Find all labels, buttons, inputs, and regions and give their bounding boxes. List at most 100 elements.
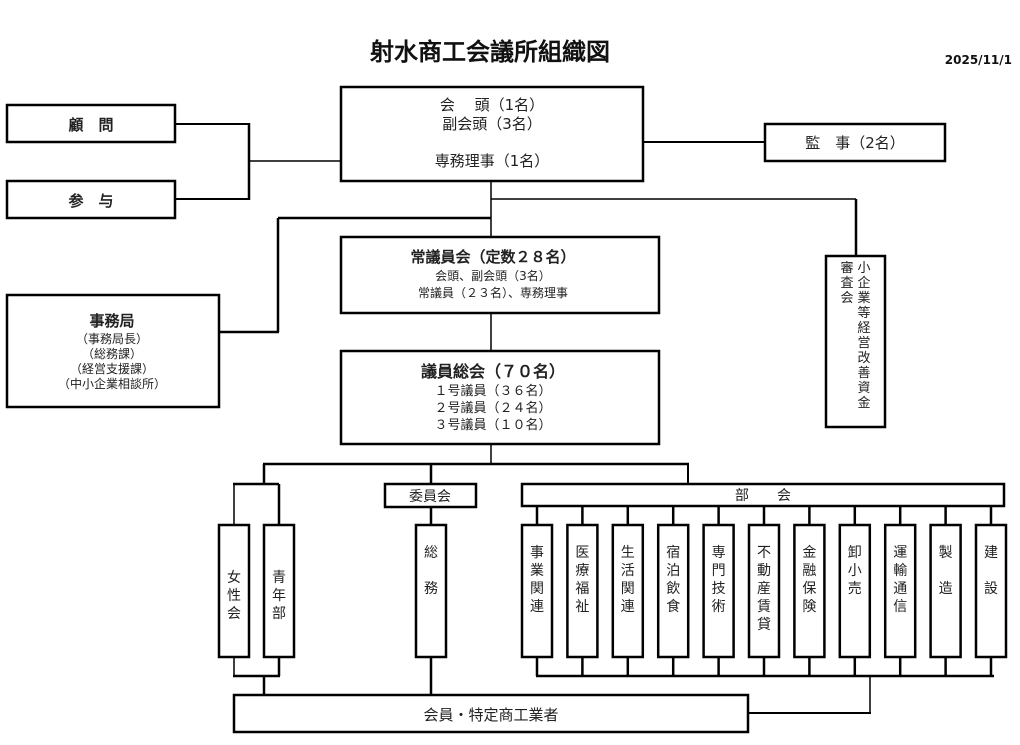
divisions-header-box: 部 会: [520, 482, 1006, 508]
division-label-char: 療: [575, 562, 589, 579]
general-affairs-box: 総務: [414, 523, 448, 659]
secretariat-title: 事務局: [89, 312, 134, 330]
division-connectors: [535, 506, 993, 676]
division-label-char: 小: [848, 563, 862, 579]
advisor-box: 顧 問: [5, 103, 177, 144]
vertical-char: 善: [857, 365, 870, 381]
vertical-char: 総: [424, 545, 438, 561]
general-assembly-title: 議員総会（７０名）: [421, 362, 565, 381]
division-label-char: 貸: [757, 617, 771, 633]
division-label-char: 設: [984, 581, 998, 597]
division-label-char: 建: [984, 545, 998, 561]
womens-group-label: 女性会: [227, 569, 241, 622]
division-label-char: 売: [848, 581, 862, 597]
vertical-char: 等: [857, 305, 870, 321]
division-label-char: 険: [802, 599, 816, 615]
loan-committee-suffix: 審査会: [840, 261, 853, 306]
standing-council-title: 常議員会（定数２８名）: [410, 248, 575, 266]
division-label-char: 術: [712, 599, 726, 615]
division-label-char: 活: [621, 563, 635, 579]
division-label-char: 関: [530, 581, 544, 597]
division-label-char: 連: [530, 599, 544, 615]
vertical-char: 女: [227, 569, 241, 586]
division-box: 製造: [929, 523, 962, 659]
division-label-char: 福: [575, 581, 589, 597]
vertical-char: 改: [857, 351, 870, 366]
members-label: 会員・特定商工業者: [423, 706, 558, 724]
executive-box: 会 頭（1名） 副会頭（3名） 専務理事（1名）: [339, 85, 645, 183]
division-label-char: 飲: [666, 581, 680, 597]
youth-group-label: 青年部: [272, 570, 286, 622]
general-assembly-line: １号議員（３６名）: [434, 383, 551, 399]
secretariat-line: （事務局長）: [76, 332, 148, 346]
vertical-char: 務: [424, 581, 438, 597]
division-label-char: 専: [712, 545, 726, 561]
auditor-label: 監 事（2名）: [805, 134, 905, 152]
division-label-char: 産: [757, 581, 771, 597]
division-label-char: 通: [893, 581, 907, 597]
divisions-label: 部 会: [735, 488, 791, 504]
secretariat-line: （総務課）: [82, 346, 142, 361]
division-label-char: 動: [757, 563, 771, 579]
division-box: 建設: [974, 523, 1008, 659]
division-label-char: 関: [621, 581, 635, 597]
general-affairs-label: 総務: [424, 545, 438, 597]
vertical-char: 営: [857, 336, 870, 351]
secretariat-box: 事務局 （事務局長） （総務課） （経営支援課） （中小企業相談所）: [5, 293, 221, 409]
vertical-char: 審: [840, 261, 853, 276]
standing-council-line: 会頭、副会頭（3名）: [435, 268, 551, 283]
division-label-char: 宿: [666, 544, 680, 561]
division-label-char: 泊: [666, 563, 680, 579]
division-label-char: 信: [893, 599, 907, 615]
committee-box: 委員会: [383, 482, 478, 509]
secretariat-line: （経営支援課）: [70, 361, 154, 376]
womens-group-box: 女性会: [217, 523, 251, 659]
division-label-char: 卸: [848, 545, 862, 561]
general-assembly-box: 議員総会（７０名） １号議員（３６名） ２号議員（２４名） ３号議員（１０名）: [339, 349, 661, 446]
division-label-char: 不: [757, 545, 771, 561]
date-label: 2025/11/1: [945, 53, 1012, 67]
vertical-char: 資: [857, 381, 870, 396]
division-label-char: 医: [575, 545, 589, 561]
division-label-char: 門: [712, 563, 726, 579]
vertical-char: 性: [227, 588, 241, 604]
chart-title: 射水商工会議所組織図: [369, 38, 610, 66]
committee-label: 委員会: [409, 489, 451, 505]
counselor-box: 参 与: [5, 179, 177, 220]
vertical-char: 部: [272, 606, 286, 622]
general-assembly-line: ２号議員（２４名）: [434, 400, 551, 416]
executive-director-label: 専務理事（1名）: [435, 152, 550, 170]
division-label-char: 賃: [757, 599, 771, 615]
division-label-char: 生: [621, 545, 635, 561]
members-box: 会員・特定商工業者: [232, 693, 750, 734]
division-label-char: 造: [939, 581, 953, 597]
division-label-char: 融: [802, 563, 816, 579]
division-label-char: 製: [939, 545, 953, 561]
standing-council-line: 常議員（２３名）、専務理事: [418, 285, 568, 300]
division-label-char: 業: [530, 563, 544, 579]
vertical-char: 金: [857, 395, 870, 411]
vertical-char: 企: [857, 275, 870, 291]
counselor-label: 参 与: [68, 192, 113, 210]
secretariat-line: （中小企業相談所）: [58, 376, 166, 391]
vice-chairman-label: 副会頭（3名）: [442, 115, 542, 133]
vertical-char: 年: [272, 588, 286, 604]
general-assembly-line: ３号議員（１０名）: [434, 417, 551, 433]
vertical-char: 査: [840, 276, 853, 291]
vertical-char: 業: [857, 290, 870, 306]
vertical-char: 小: [857, 261, 870, 276]
vertical-char: 会: [227, 606, 241, 622]
division-label-char: 運: [893, 545, 907, 561]
